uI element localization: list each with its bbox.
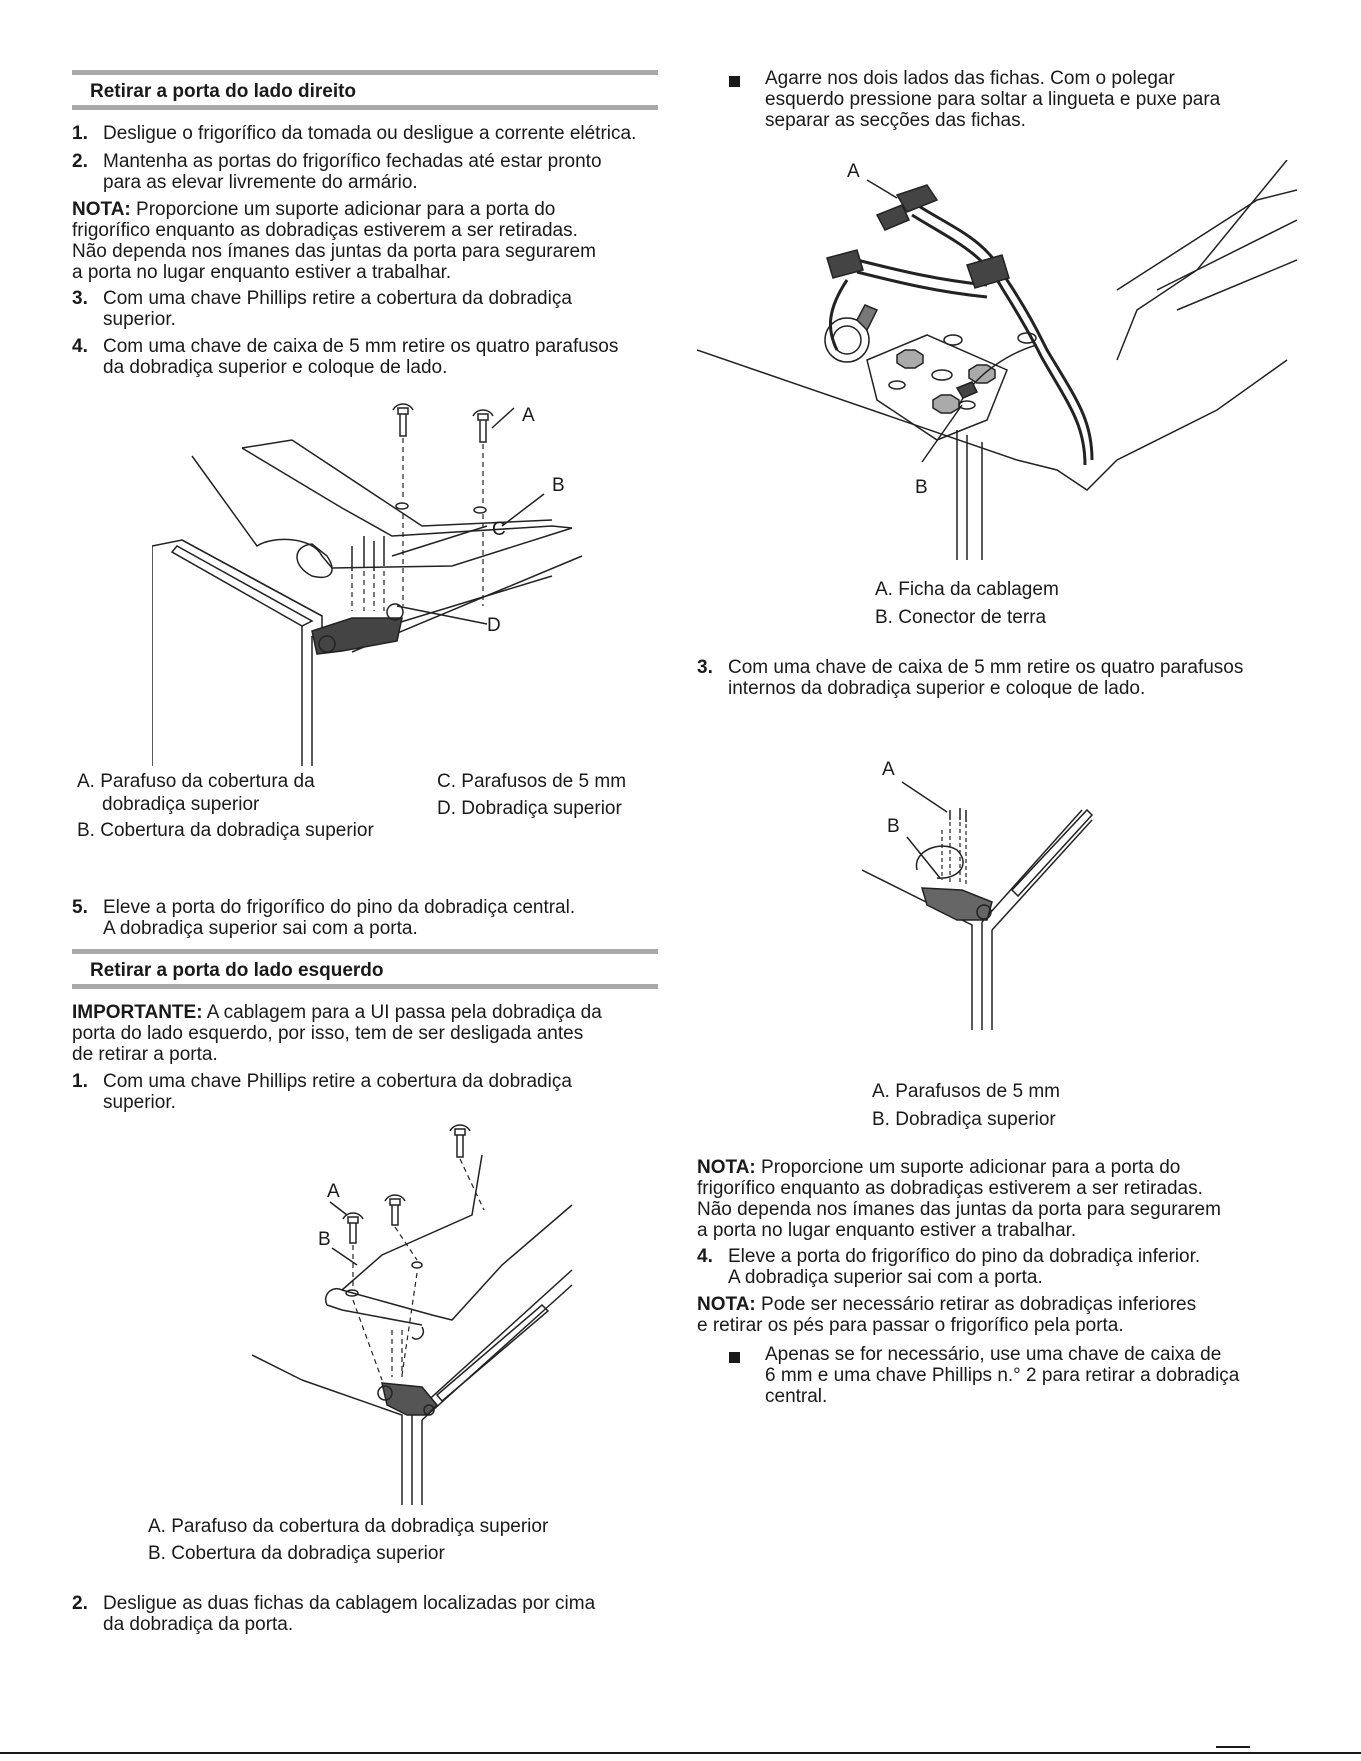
step-text-line: para as elevar livremente do armário. <box>103 172 418 193</box>
hinge-cover-diagram: A B <box>251 1124 573 1505</box>
caption-a-cont: dobradiça superior <box>102 794 260 815</box>
step-number: 3. <box>697 657 713 678</box>
note-text-line: a porta no lugar enquanto estiver a trab… <box>697 1220 1077 1241</box>
bullet-text-line: Apenas se for necessário, use uma chave … <box>765 1344 1222 1365</box>
step-text-line: Desligue as duas fichas da cablagem loca… <box>103 1593 596 1614</box>
note-text-line: Não dependa nos ímanes das juntas da por… <box>72 241 596 262</box>
step-text-line: superior. <box>103 309 176 330</box>
step-text-line: Mantenha as portas do frigorífico fechad… <box>103 151 602 172</box>
figure-wiring-harness: A B <box>697 160 1297 570</box>
step-number: 4. <box>697 1246 713 1267</box>
bullet-text-line: central. <box>765 1386 828 1407</box>
label-a: A <box>847 161 860 182</box>
figure-left-door-hinge-cover: A B <box>222 1115 582 1505</box>
inner-hinge-diagram: A B <box>862 759 1094 1030</box>
figure-right-door-hinge: A B C D <box>152 396 652 766</box>
label-d: D <box>487 615 501 636</box>
caption-d: D. Dobradiça superior <box>437 798 622 819</box>
label-c: C <box>492 519 506 540</box>
caption-a: A. Parafuso da cobertura da <box>77 771 315 792</box>
label-a: A <box>327 1181 340 1202</box>
footer-rule <box>0 1752 1361 1754</box>
hinge-diagram: A B C D <box>152 403 583 766</box>
note-text-line: Não dependa nos ímanes das juntas da por… <box>697 1199 1221 1220</box>
step-number: 3. <box>72 288 88 309</box>
step-text-line: Com uma chave Phillips retire a cobertur… <box>103 1071 572 1092</box>
label-b: B <box>887 816 900 837</box>
note-text-line: Proporcione um suporte adicionar para a … <box>130 199 556 220</box>
step-number: 2. <box>72 151 88 172</box>
step-text-line: Com uma chave Phillips retire a cobertur… <box>103 288 572 309</box>
note-text-line: frigorífico enquanto as dobradiças estiv… <box>72 220 578 241</box>
step-text-line: Com uma chave de caixa de 5 mm retire os… <box>103 336 619 357</box>
bullet-text-line: 6 mm e uma chave Phillips n.° 2 para ret… <box>765 1365 1240 1386</box>
step-text: Desligue o frigorífico da tomada ou desl… <box>103 123 637 144</box>
step-text-line: internos da dobradiça superior e coloque… <box>728 678 1146 699</box>
section-title: Retirar a porta do lado direito <box>90 81 357 102</box>
label-b: B <box>318 1229 331 1250</box>
step-number: 2. <box>72 1593 88 1614</box>
bullet-text-line: separar as secções das fichas. <box>765 110 1026 131</box>
step-text-line: A dobradiça superior sai com a porta. <box>103 918 418 939</box>
caption-c: C. Parafusos de 5 mm <box>437 771 627 792</box>
step-text-line: Com uma chave de caixa de 5 mm retire os… <box>728 657 1244 678</box>
figure-inner-hinge-screws: A B <box>862 750 1122 1030</box>
step-number: 5. <box>72 897 88 918</box>
step-number: 1. <box>72 1071 88 1092</box>
note-label: NOTA: <box>72 199 131 220</box>
important-text-line: porta do lado esquerdo, por isso, tem de… <box>72 1023 584 1044</box>
note-label: NOTA: <box>697 1294 756 1315</box>
section-heading-left-door: Retirar a porta do lado esquerdo <box>72 949 658 989</box>
label-b: B <box>552 475 565 496</box>
caption-b: B. Dobradiça superior <box>872 1109 1056 1130</box>
wiring-diagram: A B <box>697 160 1297 560</box>
note-text-line: frigorífico enquanto as dobradiças estiv… <box>697 1178 1203 1199</box>
bullet-text-line: Agarre nos dois lados das fichas. Com o … <box>765 68 1175 89</box>
step-number: 1. <box>72 123 88 144</box>
bullet-text-line: esquerdo pressione para soltar a linguet… <box>765 89 1221 110</box>
caption-a: A. Parafuso da cobertura da dobradiça su… <box>148 1516 549 1537</box>
caption-b: B. Cobertura da dobradiça superior <box>77 820 374 841</box>
section-title: Retirar a porta do lado esquerdo <box>90 960 384 981</box>
step-text-line: A dobradiça superior sai com a porta. <box>728 1267 1043 1288</box>
footer-mark <box>1216 1746 1250 1748</box>
label-a: A <box>882 759 895 780</box>
note-text-line: Proporcione um suporte adicionar para a … <box>755 1157 1181 1178</box>
note-text-line: a porta no lugar enquanto estiver a trab… <box>72 262 452 283</box>
label-a: A <box>522 405 535 426</box>
important-text-line: de retirar a porta. <box>72 1044 218 1065</box>
note-label: NOTA: <box>697 1157 756 1178</box>
step-text-line: Eleve a porta do frigorífico do pino da … <box>728 1246 1201 1267</box>
important-label: IMPORTANTE: <box>72 1002 203 1023</box>
caption-a: A. Ficha da cablagem <box>875 579 1059 600</box>
bullet-marker <box>729 76 740 87</box>
caption-b: B. Conector de terra <box>875 607 1047 628</box>
step-text-line: superior. <box>103 1092 176 1113</box>
bullet-marker <box>729 1352 740 1363</box>
step-number: 4. <box>72 336 88 357</box>
label-b: B <box>915 477 928 498</box>
section-heading-right-door: Retirar a porta do lado direito <box>72 70 658 110</box>
caption-b: B. Cobertura da dobradiça superior <box>148 1543 445 1564</box>
step-text-line: Eleve a porta do frigorífico do pino da … <box>103 897 576 918</box>
important-text-line: A cablagem para a UI passa pela dobradiç… <box>202 1002 602 1023</box>
step-text-line: da dobradiça superior e coloque de lado. <box>103 357 448 378</box>
note-text-line: Pode ser necessário retirar as dobradiça… <box>755 1294 1197 1315</box>
caption-a: A. Parafusos de 5 mm <box>872 1081 1060 1102</box>
step-text-line: da dobradiça da porta. <box>103 1614 294 1635</box>
note-text-line: e retirar os pés para passar o frigorífi… <box>697 1315 1124 1336</box>
